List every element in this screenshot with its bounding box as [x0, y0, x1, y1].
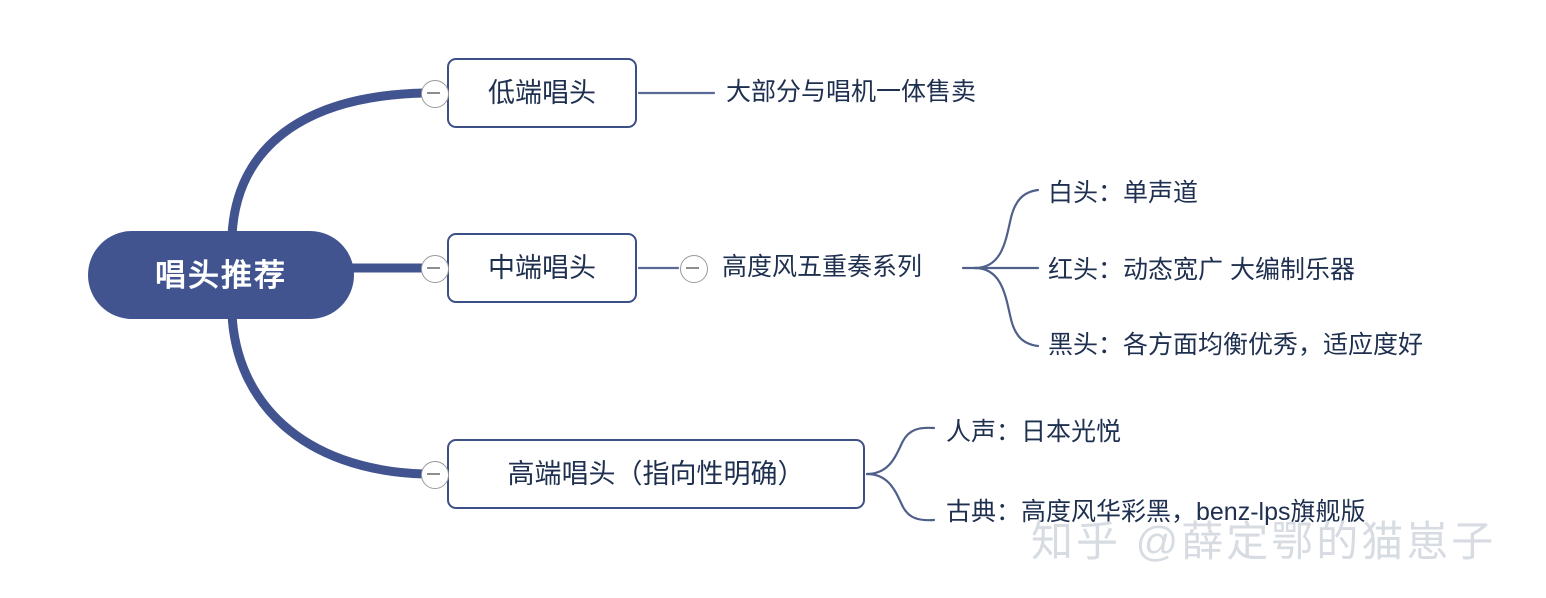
- leaf-red-head[interactable]: 红头：动态宽广 大编制乐器: [1048, 256, 1355, 284]
- node-mid-end-label: 中端唱头: [488, 252, 596, 283]
- link-high-end-to-vocal: [865, 426, 936, 476]
- link-quintet-to-white: [973, 188, 1040, 270]
- collapse-minus-icon-mid-end[interactable]: [421, 255, 449, 283]
- root-node[interactable]: 唱头推荐: [88, 231, 354, 319]
- link-root-to-low-end: [227, 88, 429, 241]
- collapse-minus-icon-high-end[interactable]: [421, 461, 449, 489]
- collapse-minus-icon-low-end[interactable]: [421, 80, 449, 108]
- leaf-classical[interactable]: 古典：高度风华彩黑，benz-lps旗舰版: [946, 498, 1366, 526]
- node-low-end-label: 低端唱头: [488, 77, 596, 108]
- leaf-white-head[interactable]: 白头：单声道: [1048, 179, 1199, 207]
- node-high-end[interactable]: 高端唱头（指向性明确）: [447, 439, 865, 509]
- leaf-black-head[interactable]: 黑头：各方面均衡优秀，适应度好: [1048, 331, 1424, 359]
- watermark: 知乎 @薛定鄂的猫崽子: [1031, 518, 1497, 565]
- leaf-low-end-sold-with-player[interactable]: 大部分与唱机一体售卖: [726, 78, 977, 106]
- node-low-end[interactable]: 低端唱头: [447, 58, 637, 128]
- collapse-minus-icon-quintet[interactable]: [680, 255, 708, 283]
- leaf-vocal[interactable]: 人声：日本光悦: [946, 418, 1122, 446]
- link-quintet-to-black: [973, 266, 1040, 348]
- root-node-label: 唱头推荐: [155, 257, 287, 293]
- node-high-end-label: 高端唱头（指向性明确）: [507, 458, 805, 489]
- link-root-to-high-end: [227, 309, 429, 479]
- leaf-quintet-series[interactable]: 高度风五重奏系列: [722, 253, 923, 281]
- node-mid-end[interactable]: 中端唱头: [447, 233, 637, 303]
- link-high-end-to-classical: [865, 472, 936, 522]
